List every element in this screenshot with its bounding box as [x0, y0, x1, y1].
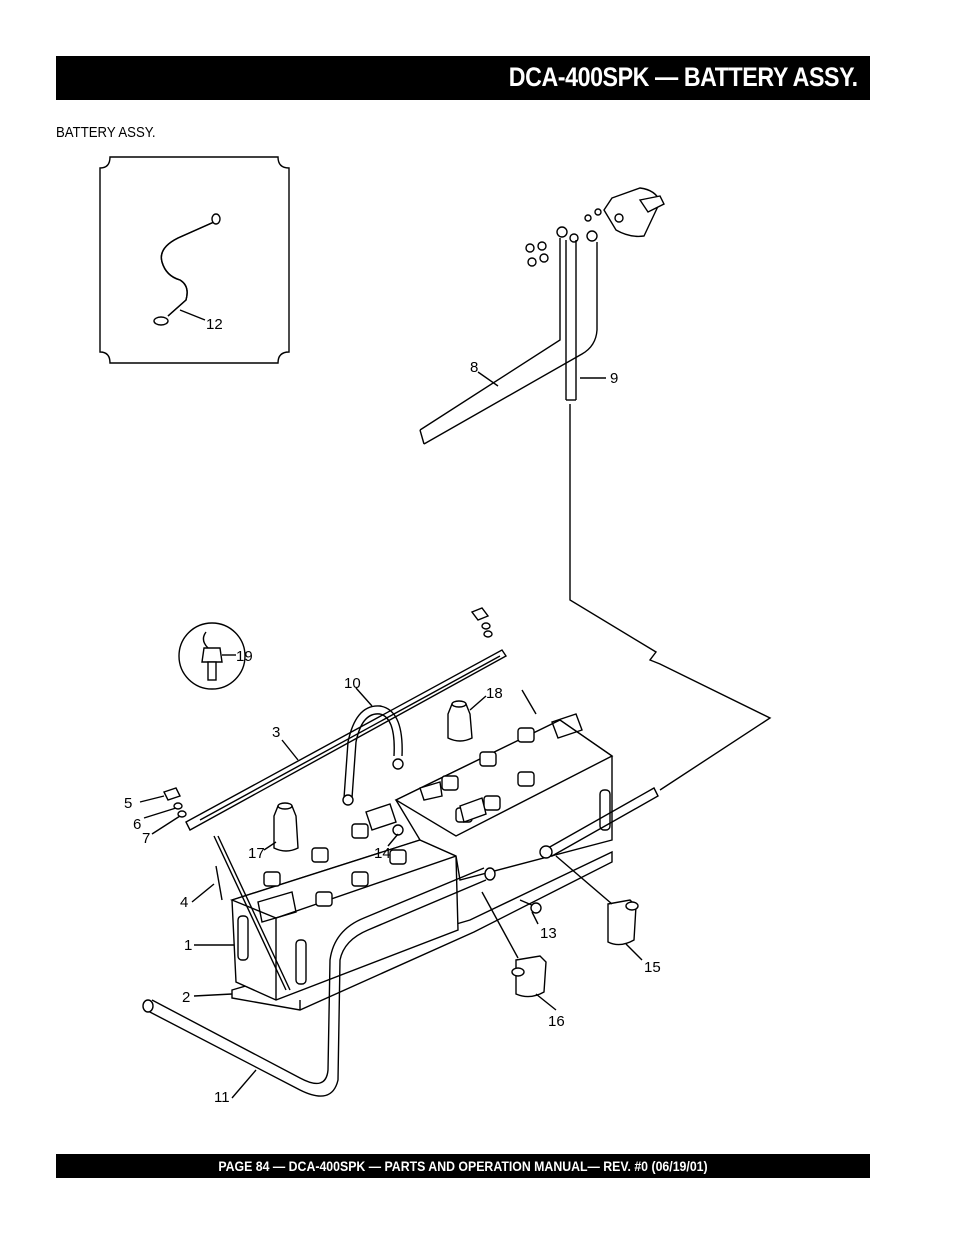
- callout-12: 12: [206, 316, 223, 333]
- inset-terminal-19: [178, 622, 246, 690]
- page-title: DCA-400SPK — BATTERY ASSY.: [509, 62, 858, 92]
- callout-10: 10: [344, 675, 361, 692]
- callout-11: 11: [214, 1089, 230, 1106]
- callout-5: 5: [124, 795, 132, 812]
- callout-13: 13: [540, 925, 557, 942]
- callout-14: 14: [374, 845, 391, 862]
- callout-3: 3: [272, 724, 280, 741]
- callout-15: 15: [644, 959, 661, 976]
- callout-6: 6: [133, 816, 141, 833]
- inset-cable-12: [99, 156, 290, 364]
- callout-19: 19: [236, 648, 253, 665]
- callout-18: 18: [486, 685, 503, 702]
- callout-9: 9: [610, 370, 618, 387]
- battery-pair: [229, 713, 614, 1011]
- section-label: BATTERY ASSY.: [56, 124, 156, 141]
- hold-down-hardware: [163, 607, 537, 991]
- callout-1: 1: [184, 937, 192, 954]
- footer-text: PAGE 84 — DCA-400SPK — PARTS AND OPERATI…: [218, 1158, 708, 1174]
- header-bar: DCA-400SPK — BATTERY ASSY.: [56, 56, 870, 100]
- footer-bar: PAGE 84 — DCA-400SPK — PARTS AND OPERATI…: [56, 1154, 870, 1178]
- cable-11-and-boots: [142, 787, 659, 1097]
- callout-7: 7: [142, 830, 150, 847]
- callout-2: 2: [182, 989, 190, 1006]
- callout-leaders: [139, 687, 643, 1099]
- callout-8: 8: [470, 359, 478, 376]
- battery-switch-cables: [419, 187, 772, 791]
- callout-4: 4: [180, 894, 188, 911]
- callout-16: 16: [548, 1013, 565, 1030]
- callout-17: 17: [248, 845, 265, 862]
